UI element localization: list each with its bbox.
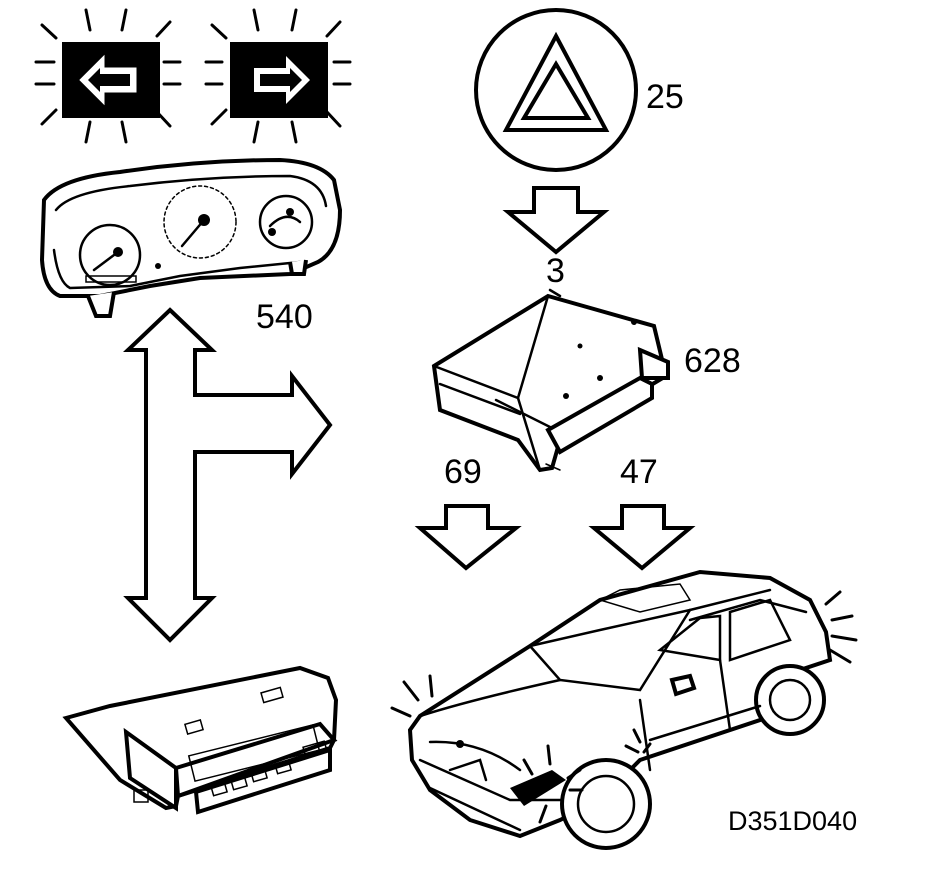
wire-number-69: 69 xyxy=(444,453,482,491)
left-turn-indicator xyxy=(34,8,182,144)
control-module xyxy=(431,288,670,473)
instrument-cluster-number: 540 xyxy=(256,298,313,336)
hazard-switch xyxy=(474,8,638,172)
down-arrow-3 xyxy=(502,186,610,255)
signal-branch-arrow xyxy=(123,307,333,643)
information-display-unit xyxy=(62,665,339,815)
car xyxy=(390,569,858,850)
down-arrow-69 xyxy=(414,504,522,571)
light-rays xyxy=(204,8,352,144)
wire-number-3: 3 xyxy=(546,252,565,290)
wire-number-47: 47 xyxy=(620,453,658,491)
control-module-number: 628 xyxy=(684,342,741,380)
down-arrow-47 xyxy=(588,504,696,571)
instrument-cluster xyxy=(39,157,343,318)
light-rays xyxy=(34,8,182,144)
hazard-switch-number: 25 xyxy=(646,78,684,116)
right-turn-indicator xyxy=(204,8,352,144)
figure-reference: D351D040 xyxy=(728,806,858,836)
